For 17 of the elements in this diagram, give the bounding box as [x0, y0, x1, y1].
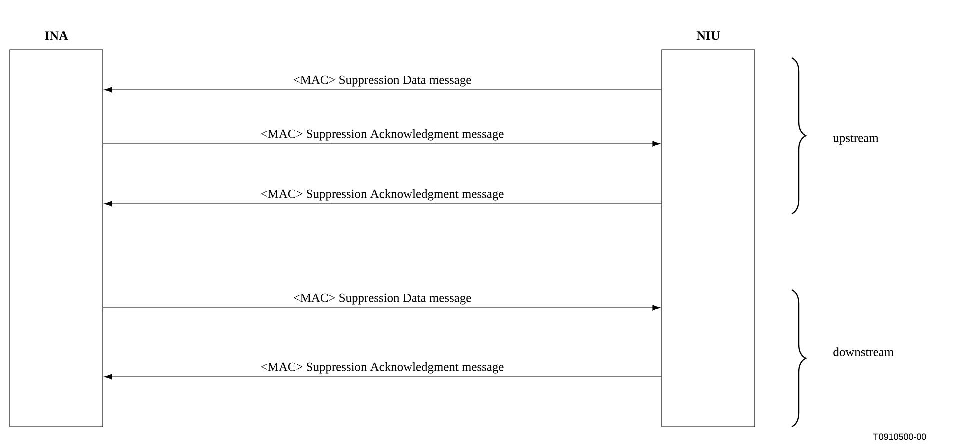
arrow	[104, 201, 662, 207]
edge-label: <MAC> Suppression Acknowledgment message	[260, 128, 506, 142]
figure-id: T0910500-00	[874, 434, 926, 440]
arrow	[104, 87, 662, 93]
lifeline-box: INA	[10, 32, 104, 428]
arrow	[104, 374, 662, 380]
edge-label: <MAC> Suppression Acknowledgment message	[260, 188, 506, 202]
node-label: NIU	[696, 32, 720, 40]
edge-label: <MAC> Suppression Data message	[292, 74, 473, 88]
arrow	[103, 141, 661, 147]
lifeline-box: NIU	[662, 32, 756, 428]
node-label: INA	[45, 32, 68, 40]
arrow	[103, 305, 661, 311]
edge-label: <MAC> Suppression Data message	[292, 292, 473, 306]
edge-label: <MAC> Suppression Acknowledgment message	[260, 361, 506, 375]
brace-label: upstream	[833, 135, 879, 145]
brace-label: downstream	[834, 348, 894, 356]
